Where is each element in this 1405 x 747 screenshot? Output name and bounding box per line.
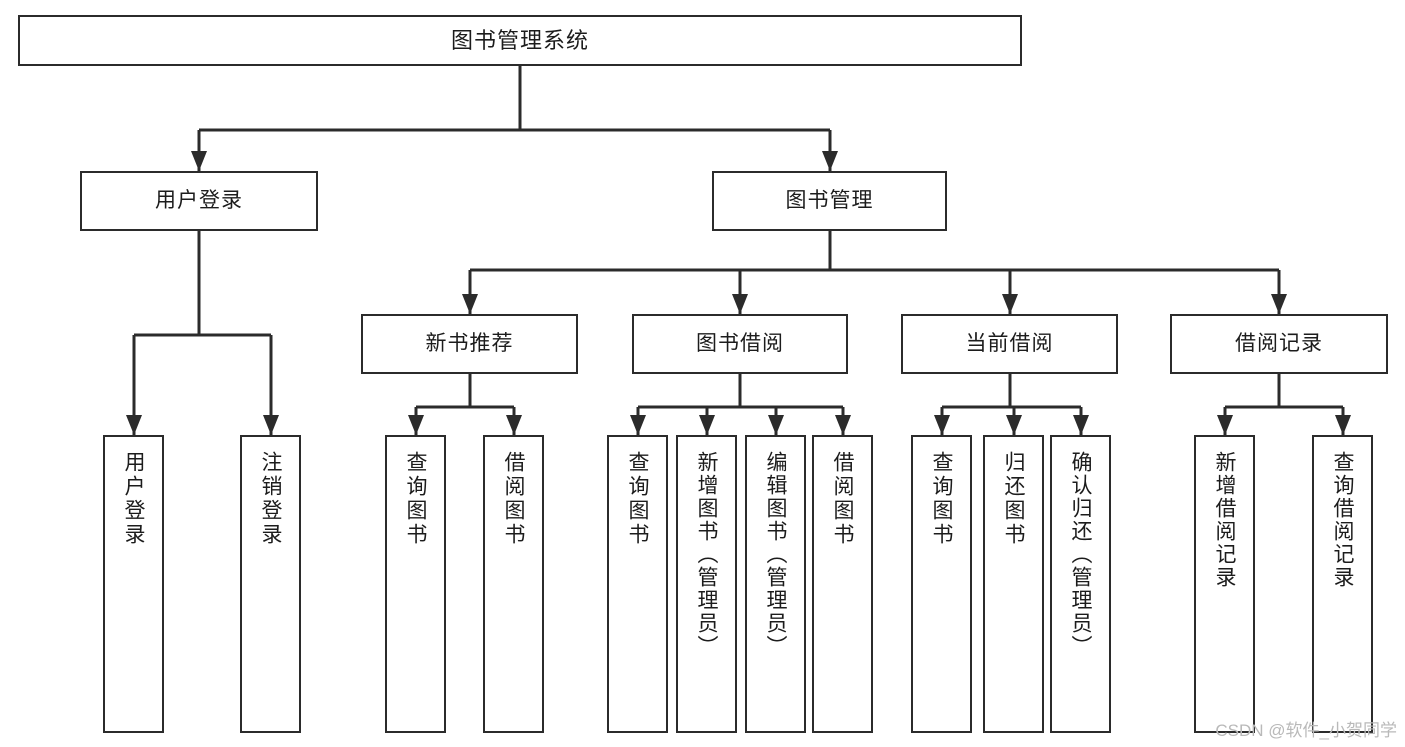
node-label: 注销登录 (259, 451, 282, 547)
arrow-n12 (699, 415, 715, 435)
node-n14-借阅图书[interactable]: 借阅图书 (812, 435, 873, 733)
node-n5-新书推荐[interactable]: 新书推荐 (361, 314, 578, 374)
node-n13-编辑图书管理员[interactable]: 编辑图书（管理员） (745, 435, 806, 733)
arrow-n19 (1335, 415, 1351, 435)
node-label: 新书推荐 (425, 331, 514, 355)
node-label: 借阅记录 (1235, 331, 1323, 355)
arrow-n7 (1002, 294, 1018, 314)
node-label: 图书管理系统 (450, 27, 589, 53)
node-n8-借阅记录[interactable]: 借阅记录 (1170, 314, 1388, 374)
node-n16-归还图书[interactable]: 归还图书 (983, 435, 1044, 733)
node-label: 确认归还（管理员） (1069, 451, 1092, 658)
arrow-n15 (934, 415, 950, 435)
node-n12-新增图书管理员[interactable]: 新增图书（管理员） (676, 435, 737, 733)
node-n11-查询图书[interactable]: 查询图书 (607, 435, 668, 733)
arrow-n9 (408, 415, 424, 435)
node-label: 当前借阅 (965, 331, 1054, 355)
node-label: 查询图书 (404, 451, 427, 547)
node-label: 编辑图书（管理员） (764, 451, 787, 658)
node-label: 借阅图书 (502, 451, 525, 547)
node-label: 新增图书（管理员） (695, 451, 718, 658)
arrow-n10 (506, 415, 522, 435)
node-n6-图书借阅[interactable]: 图书借阅 (632, 314, 848, 374)
node-label: 借阅图书 (831, 451, 854, 547)
node-label: 查询图书 (930, 451, 953, 547)
node-label: 图书管理 (785, 188, 874, 212)
arrow-n4 (263, 415, 279, 435)
arrow-n18 (1217, 415, 1233, 435)
node-label: 归还图书 (1002, 451, 1025, 547)
node-n2-图书管理[interactable]: 图书管理 (712, 171, 947, 231)
arrow-n16 (1006, 415, 1022, 435)
arrow-n2 (822, 151, 838, 171)
node-n19-查询借阅记录[interactable]: 查询借阅记录 (1312, 435, 1373, 733)
node-n9-查询图书[interactable]: 查询图书 (385, 435, 446, 733)
node-n15-查询图书[interactable]: 查询图书 (911, 435, 972, 733)
node-n18-新增借阅记录[interactable]: 新增借阅记录 (1194, 435, 1255, 733)
arrow-n1 (191, 151, 207, 171)
node-n1-用户登录[interactable]: 用户登录 (80, 171, 318, 231)
node-label: 查询借阅记录 (1331, 451, 1354, 589)
arrow-n3 (126, 415, 142, 435)
node-label: 新增借阅记录 (1213, 451, 1236, 589)
arrow-n17 (1073, 415, 1089, 435)
node-n10-借阅图书[interactable]: 借阅图书 (483, 435, 544, 733)
node-label: 用户登录 (122, 451, 145, 547)
node-n3-用户登录[interactable]: 用户登录 (103, 435, 164, 733)
edge-group (126, 66, 1351, 435)
node-n0-图书管理系统[interactable]: 图书管理系统 (18, 15, 1022, 66)
arrow-n13 (768, 415, 784, 435)
node-label: 查询图书 (626, 451, 649, 547)
arrow-n14 (835, 415, 851, 435)
node-n4-注销登录[interactable]: 注销登录 (240, 435, 301, 733)
arrow-n11 (630, 415, 646, 435)
node-label: 图书借阅 (696, 331, 784, 355)
node-n17-确认归还管理员[interactable]: 确认归还（管理员） (1050, 435, 1111, 733)
arrow-n8 (1271, 294, 1287, 314)
node-n7-当前借阅[interactable]: 当前借阅 (901, 314, 1118, 374)
arrow-n5 (462, 294, 478, 314)
watermark-text: CSDN @软件_小贺同学 (1215, 721, 1397, 740)
arrow-n6 (732, 294, 748, 314)
node-label: 用户登录 (155, 188, 243, 212)
